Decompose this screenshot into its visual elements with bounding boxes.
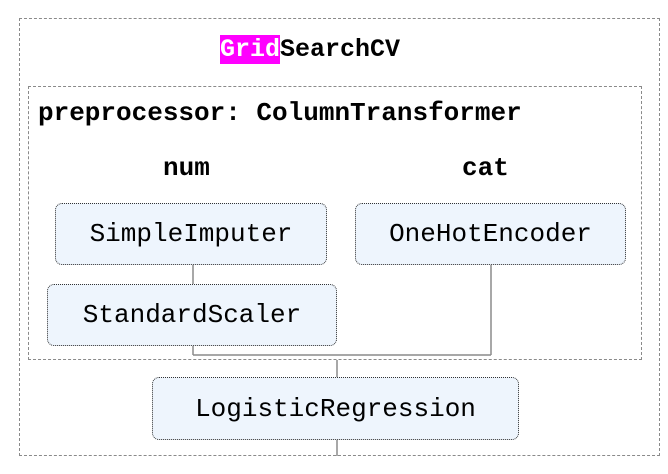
simple-imputer-label: SimpleImputer (89, 219, 293, 249)
search-highlight: Grid (220, 35, 281, 64)
column-transformer-title[interactable]: preprocessor: ColumnTransformer (38, 98, 522, 128)
column-transformer-container (28, 86, 642, 360)
logistic-regression-box[interactable]: LogisticRegression (152, 377, 519, 440)
standard-scaler-box[interactable]: StandardScaler (47, 284, 337, 346)
cat-column-label[interactable]: cat (462, 153, 509, 183)
gridsearchcv-title[interactable]: GridSearchCV (220, 35, 401, 64)
simple-imputer-box[interactable]: SimpleImputer (55, 203, 327, 265)
one-hot-encoder-label: OneHotEncoder (389, 219, 592, 249)
gridsearchcv-title-rest: SearchCV (280, 35, 401, 64)
standard-scaler-label: StandardScaler (82, 300, 302, 330)
one-hot-encoder-box[interactable]: OneHotEncoder (355, 203, 626, 265)
logistic-regression-label: LogisticRegression (195, 393, 476, 424)
num-column-label[interactable]: num (163, 153, 210, 183)
gridsearchcv-container (19, 18, 660, 456)
